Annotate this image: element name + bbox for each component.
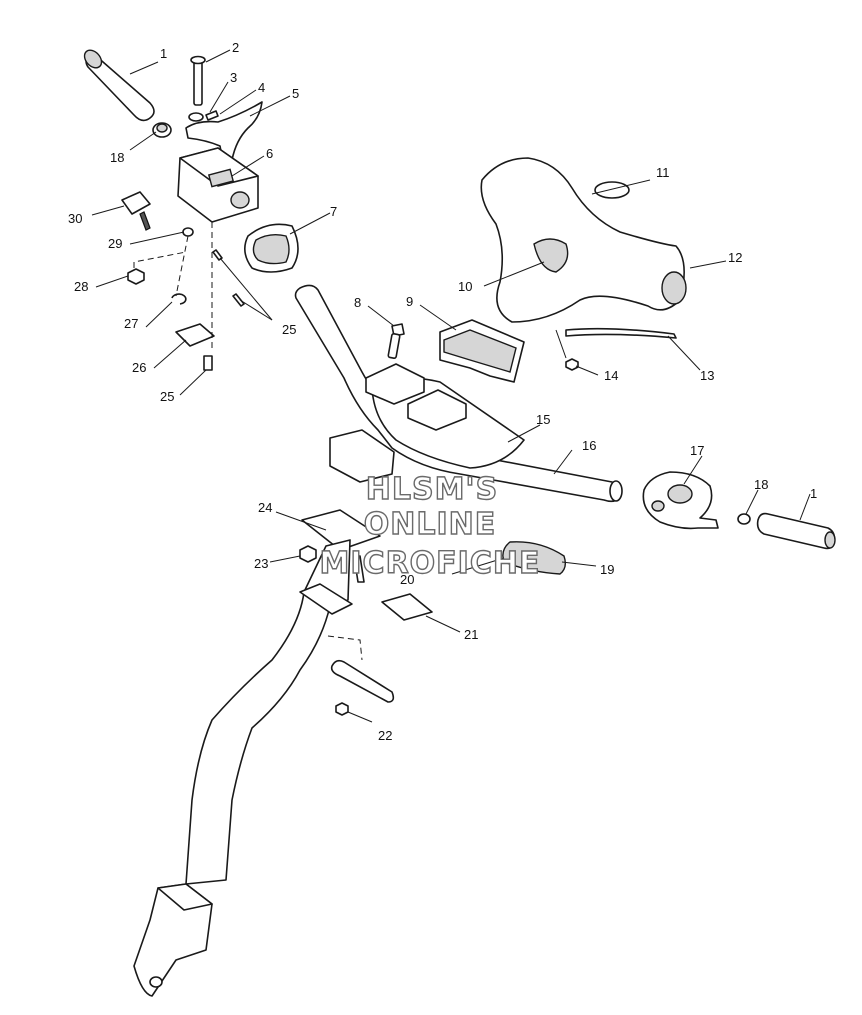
callout-13: 13 <box>700 368 714 383</box>
throttle-assembly <box>642 471 719 530</box>
watermark-line-2: ONLINE <box>364 507 497 542</box>
pivot-pin <box>190 55 206 106</box>
boot <box>182 227 194 237</box>
callout-labels: 1 2 3 4 5 6 7 8 9 10 11 12 13 14 15 16 1… <box>68 40 817 743</box>
callout-30: 30 <box>68 211 82 226</box>
leader-lines <box>91 49 811 723</box>
callout-26: 26 <box>132 360 146 375</box>
callout-7: 7 <box>330 204 337 219</box>
callout-4: 4 <box>258 80 265 95</box>
callout-1-left: 1 <box>160 46 167 61</box>
clip <box>205 110 219 121</box>
assembly-line-b <box>133 251 187 268</box>
callout-25-mid: 25 <box>282 322 296 337</box>
callout-3: 3 <box>230 70 237 85</box>
callout-5: 5 <box>292 86 299 101</box>
callout-21: 21 <box>464 627 478 642</box>
washer <box>188 112 204 122</box>
callout-28: 28 <box>74 279 88 294</box>
nut-28 <box>127 268 145 285</box>
screw-25-mid-a <box>212 249 223 261</box>
callout-22: 22 <box>378 728 392 743</box>
clamp-bolt <box>387 323 405 359</box>
assembly-line-d <box>327 635 363 661</box>
callout-11: 11 <box>656 165 670 180</box>
callout-20: 20 <box>400 572 414 587</box>
watermark: HLSM'S ONLINE MICROFICHE <box>319 471 541 581</box>
callout-15: 15 <box>536 412 550 427</box>
screw-20 <box>353 555 365 583</box>
spring <box>451 541 567 575</box>
callout-1-right: 1 <box>810 486 817 501</box>
callout-18-right: 18 <box>754 477 768 492</box>
callout-12: 12 <box>728 250 742 265</box>
callout-18-left: 18 <box>110 150 124 165</box>
assembly-line-c <box>175 235 189 297</box>
handlebar-cover <box>480 157 687 323</box>
plate-21 <box>381 593 433 621</box>
clip-27 <box>171 293 187 305</box>
callout-16: 16 <box>582 438 596 453</box>
nut-14 <box>565 358 579 371</box>
decal <box>594 181 630 199</box>
watermark-line-1: HLSM'S <box>366 472 498 507</box>
callout-24: 24 <box>258 500 272 515</box>
callout-2: 2 <box>232 40 239 55</box>
callout-23: 23 <box>254 556 268 571</box>
master-cylinder-housing <box>177 147 259 223</box>
upper-clamp-a <box>365 363 425 405</box>
throttle-housing <box>244 223 299 273</box>
trim-strip <box>565 327 677 339</box>
clamp-cover-shade <box>443 329 517 373</box>
left-grip <box>83 49 155 122</box>
nut-22 <box>335 702 349 716</box>
brake-lever <box>185 101 263 161</box>
upper-clamp-b <box>407 389 467 431</box>
callout-25-lower: 25 <box>160 389 174 404</box>
callout-14: 14 <box>604 368 618 383</box>
callout-9: 9 <box>406 294 413 309</box>
screw-25-mid-b <box>232 293 245 307</box>
bar-end-cap-right <box>737 513 751 525</box>
cover-plate <box>175 323 215 347</box>
bar-end-cap-left <box>152 122 172 138</box>
callout-29: 29 <box>108 236 122 251</box>
callout-6: 6 <box>266 146 273 161</box>
switch-block <box>121 191 151 231</box>
nut-23 <box>299 545 317 563</box>
watermark-line-3: MICROFICHE <box>320 546 541 581</box>
callout-27: 27 <box>124 316 138 331</box>
callout-10: 10 <box>458 279 472 294</box>
callout-19: 19 <box>600 562 614 577</box>
callout-8: 8 <box>354 295 361 310</box>
bushing <box>330 659 395 703</box>
callout-17: 17 <box>690 443 704 458</box>
screw-25-lower <box>203 355 213 371</box>
steering-post <box>133 429 395 997</box>
right-grip <box>756 512 836 550</box>
